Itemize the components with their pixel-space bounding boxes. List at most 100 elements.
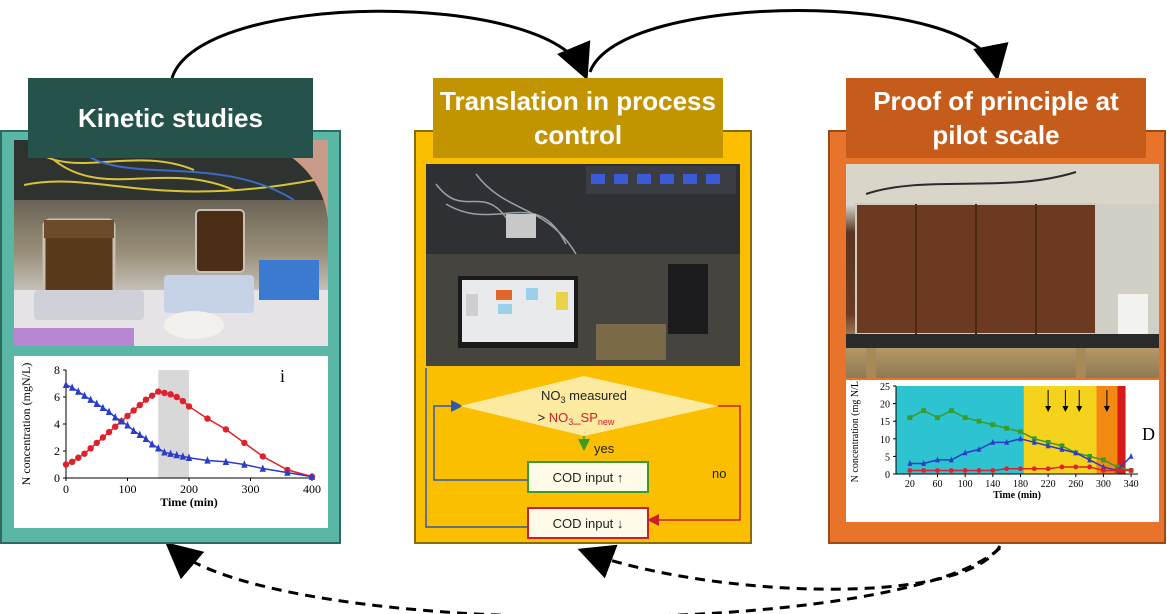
data-point <box>948 408 954 414</box>
panel-label: i <box>280 366 285 386</box>
data-point <box>1031 466 1037 472</box>
data-point <box>259 453 266 460</box>
data-point <box>93 399 100 407</box>
data-point <box>167 391 174 398</box>
data-point <box>921 460 927 466</box>
decision-label-b-prefix: > <box>538 410 549 425</box>
band-1 <box>1023 386 1097 474</box>
y-tick-label: 0 <box>54 471 60 485</box>
y-tick-label: 8 <box>54 363 60 377</box>
process-control-flowchart: NO3 measured > NO3_SPnew yes no COD inpu… <box>425 368 741 539</box>
data-point <box>907 415 913 421</box>
data-point <box>75 454 82 461</box>
data-point <box>935 468 940 473</box>
no-path-line <box>647 405 741 526</box>
x-tick-label: 260 <box>1068 479 1083 490</box>
data-point <box>1114 464 1120 470</box>
data-point <box>990 438 996 445</box>
data-point <box>962 468 968 473</box>
data-point <box>1059 464 1065 470</box>
data-point <box>155 388 162 395</box>
data-point <box>112 423 119 430</box>
data-point <box>1059 445 1065 452</box>
data-point <box>1101 457 1106 463</box>
cod-up-box <box>527 461 649 493</box>
series-1 <box>62 380 316 480</box>
data-point <box>1114 468 1120 473</box>
data-point <box>1045 442 1051 449</box>
data-point <box>935 456 940 463</box>
shaded-region <box>158 370 189 478</box>
x-axis-label: Time (min) <box>993 490 1041 501</box>
data-point <box>907 468 913 473</box>
data-point <box>155 444 162 452</box>
x-tick-label: 300 <box>1096 479 1111 490</box>
svg-text:> NO3_SPnew: > NO3_SPnew <box>538 410 615 427</box>
data-point <box>105 407 113 416</box>
decision-label-a: NO <box>541 388 561 403</box>
y-tick-label: 25 <box>880 382 890 393</box>
data-point <box>185 453 193 461</box>
data-point <box>1004 425 1010 431</box>
data-point <box>962 415 968 421</box>
feedback-loop-line <box>425 368 528 528</box>
data-point <box>136 430 143 438</box>
data-point <box>962 449 968 456</box>
title-kinetic-studies: Kinetic studies <box>28 78 313 158</box>
cod-up-label: COD input ↑ <box>553 470 624 485</box>
y-tick-label: 20 <box>880 400 890 411</box>
data-point <box>62 461 70 468</box>
data-point <box>136 401 143 409</box>
x-tick-label: 180 <box>1013 479 1028 490</box>
data-point <box>148 440 156 448</box>
data-point <box>130 426 137 434</box>
cod-down-label: COD input ↓ <box>553 516 624 531</box>
data-point <box>179 452 187 460</box>
data-point <box>68 383 76 391</box>
series-1 <box>907 435 1134 473</box>
pilot-tanks-photo <box>846 164 1159 378</box>
data-point <box>1073 449 1079 456</box>
data-point <box>222 457 230 465</box>
data-point <box>241 439 248 447</box>
data-point <box>1018 435 1023 442</box>
title-translation-process-control: Translation in process control <box>433 78 723 158</box>
yes-return-line <box>433 400 528 481</box>
data-point <box>81 450 88 457</box>
data-point <box>1045 439 1051 445</box>
yes-label: yes <box>594 441 615 456</box>
data-point <box>1128 468 1134 473</box>
data-point <box>284 468 291 476</box>
data-point <box>99 403 107 411</box>
band-3 <box>1117 386 1126 474</box>
data-point <box>173 393 180 401</box>
data-point <box>1101 463 1106 470</box>
data-point <box>1004 438 1010 445</box>
data-point <box>990 422 996 428</box>
data-point <box>1087 456 1092 463</box>
data-point <box>308 472 316 480</box>
arrow-translation-to-pilot <box>588 9 1009 81</box>
event-arrowhead <box>1103 406 1110 412</box>
cod-down-box <box>527 507 649 539</box>
data-point <box>1031 436 1037 442</box>
x-tick-label: 140 <box>985 479 1000 490</box>
data-point <box>1128 453 1134 459</box>
data-point <box>1087 454 1092 459</box>
data-point <box>75 387 82 395</box>
no-label: no <box>712 466 726 481</box>
x-tick-label: 100 <box>958 479 973 490</box>
data-point <box>124 421 131 429</box>
data-point <box>87 445 94 452</box>
data-point <box>179 397 187 405</box>
data-point <box>976 468 982 473</box>
x-tick-label: 20 <box>905 479 915 490</box>
data-point <box>87 395 94 403</box>
data-point <box>1087 464 1092 470</box>
decision-label-b-rest: _SP <box>572 410 598 425</box>
y-tick-label: 0 <box>885 470 890 481</box>
data-point <box>241 460 248 468</box>
data-point <box>93 439 100 447</box>
data-point <box>105 428 113 436</box>
